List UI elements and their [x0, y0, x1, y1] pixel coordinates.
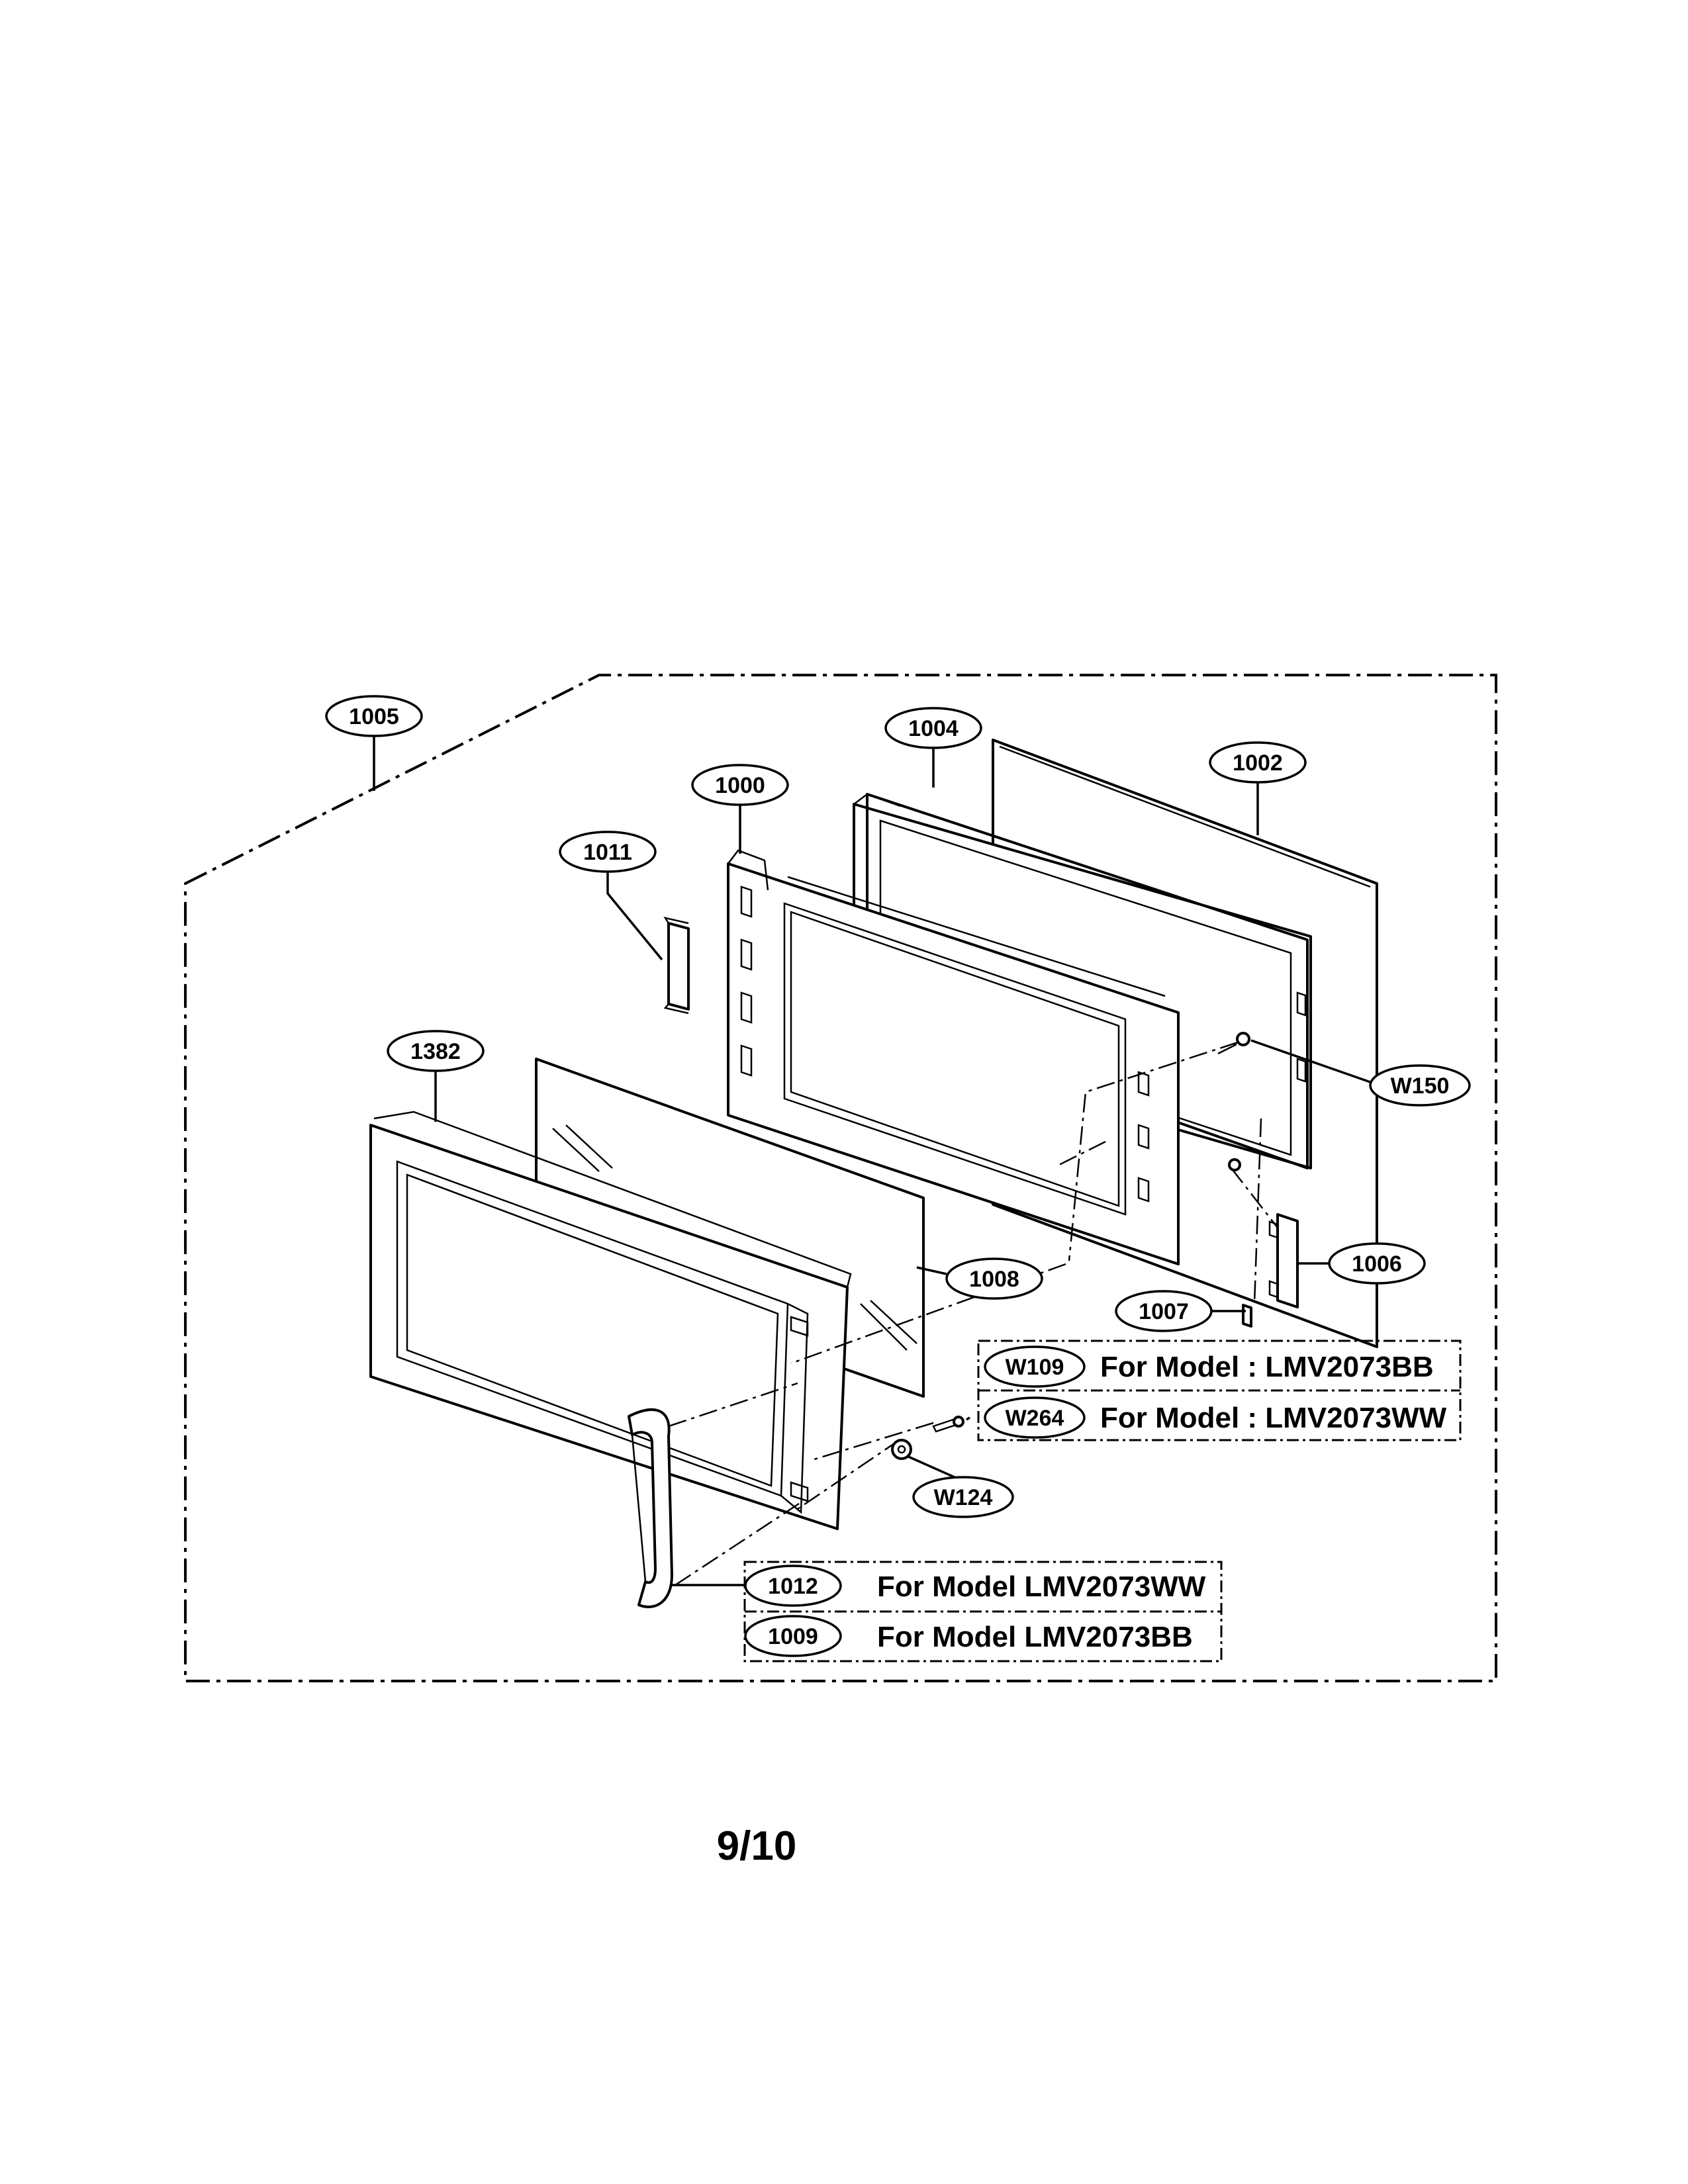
callout-1012: 1012 For Model LMV2073WW: [744, 1565, 1206, 1607]
callout-1382: 1382: [387, 1030, 485, 1072]
svg-text:1008: 1008: [969, 1267, 1019, 1292]
callout-1011: 1011: [559, 831, 657, 873]
svg-text:1007: 1007: [1139, 1299, 1189, 1324]
svg-text:W124: W124: [934, 1485, 993, 1510]
part-1006-latch: [1268, 1213, 1299, 1308]
model-note-w264: For Model : LMV2073WW: [1100, 1402, 1447, 1434]
svg-text:W109: W109: [1006, 1355, 1064, 1380]
svg-text:1011: 1011: [583, 840, 632, 865]
svg-text:1382: 1382: [410, 1039, 461, 1064]
svg-text:W264: W264: [1006, 1406, 1064, 1431]
svg-text:1002: 1002: [1233, 751, 1283, 776]
part-1011-bracket: [663, 917, 690, 1015]
assembly-boundary: [184, 674, 1497, 1682]
svg-text:1012: 1012: [768, 1574, 818, 1599]
svg-text:W150: W150: [1391, 1073, 1450, 1099]
part-w150-screw: [1217, 1032, 1250, 1171]
model-note-w109: For Model : LMV2073BB: [1100, 1351, 1434, 1383]
callout-1009: 1009 For Model LMV2073BB: [744, 1615, 1193, 1657]
part-1007-spring: [1242, 1304, 1252, 1328]
callout-1000: 1000: [691, 764, 789, 806]
callout-1008: 1008: [945, 1257, 1043, 1300]
svg-text:1009: 1009: [768, 1624, 818, 1649]
svg-text:1005: 1005: [349, 704, 399, 729]
callout-w109: W109 For Model : LMV2073BB: [984, 1345, 1434, 1388]
callout-1007: 1007: [1115, 1290, 1213, 1332]
part-w264-screw: [932, 1416, 964, 1433]
model-note-box-handle: [743, 1561, 1223, 1662]
callout-1004: 1004: [884, 707, 982, 749]
page-number: 9/10: [717, 1823, 797, 1869]
callout-w150: W150: [1369, 1064, 1471, 1107]
callout-1002: 1002: [1209, 741, 1307, 784]
model-note-box-screws: [977, 1340, 1462, 1441]
callout-w264: W264 For Model : LMV2073WW: [984, 1396, 1447, 1439]
model-note-1009: For Model LMV2073BB: [877, 1621, 1193, 1653]
svg-text:1000: 1000: [715, 773, 765, 798]
part-w124-nut: [891, 1439, 912, 1460]
svg-text:1006: 1006: [1352, 1251, 1402, 1277]
model-note-1012: For Model LMV2073WW: [877, 1570, 1206, 1603]
callout-w124: W124: [912, 1476, 1014, 1518]
callout-1006: 1006: [1328, 1242, 1426, 1285]
part-1000-chassis: [727, 849, 1180, 1265]
svg-text:1004: 1004: [908, 716, 959, 741]
part-1382-door-frame: [369, 1111, 852, 1530]
callout-1005: 1005: [325, 695, 423, 737]
part-handle: [628, 1408, 673, 1608]
